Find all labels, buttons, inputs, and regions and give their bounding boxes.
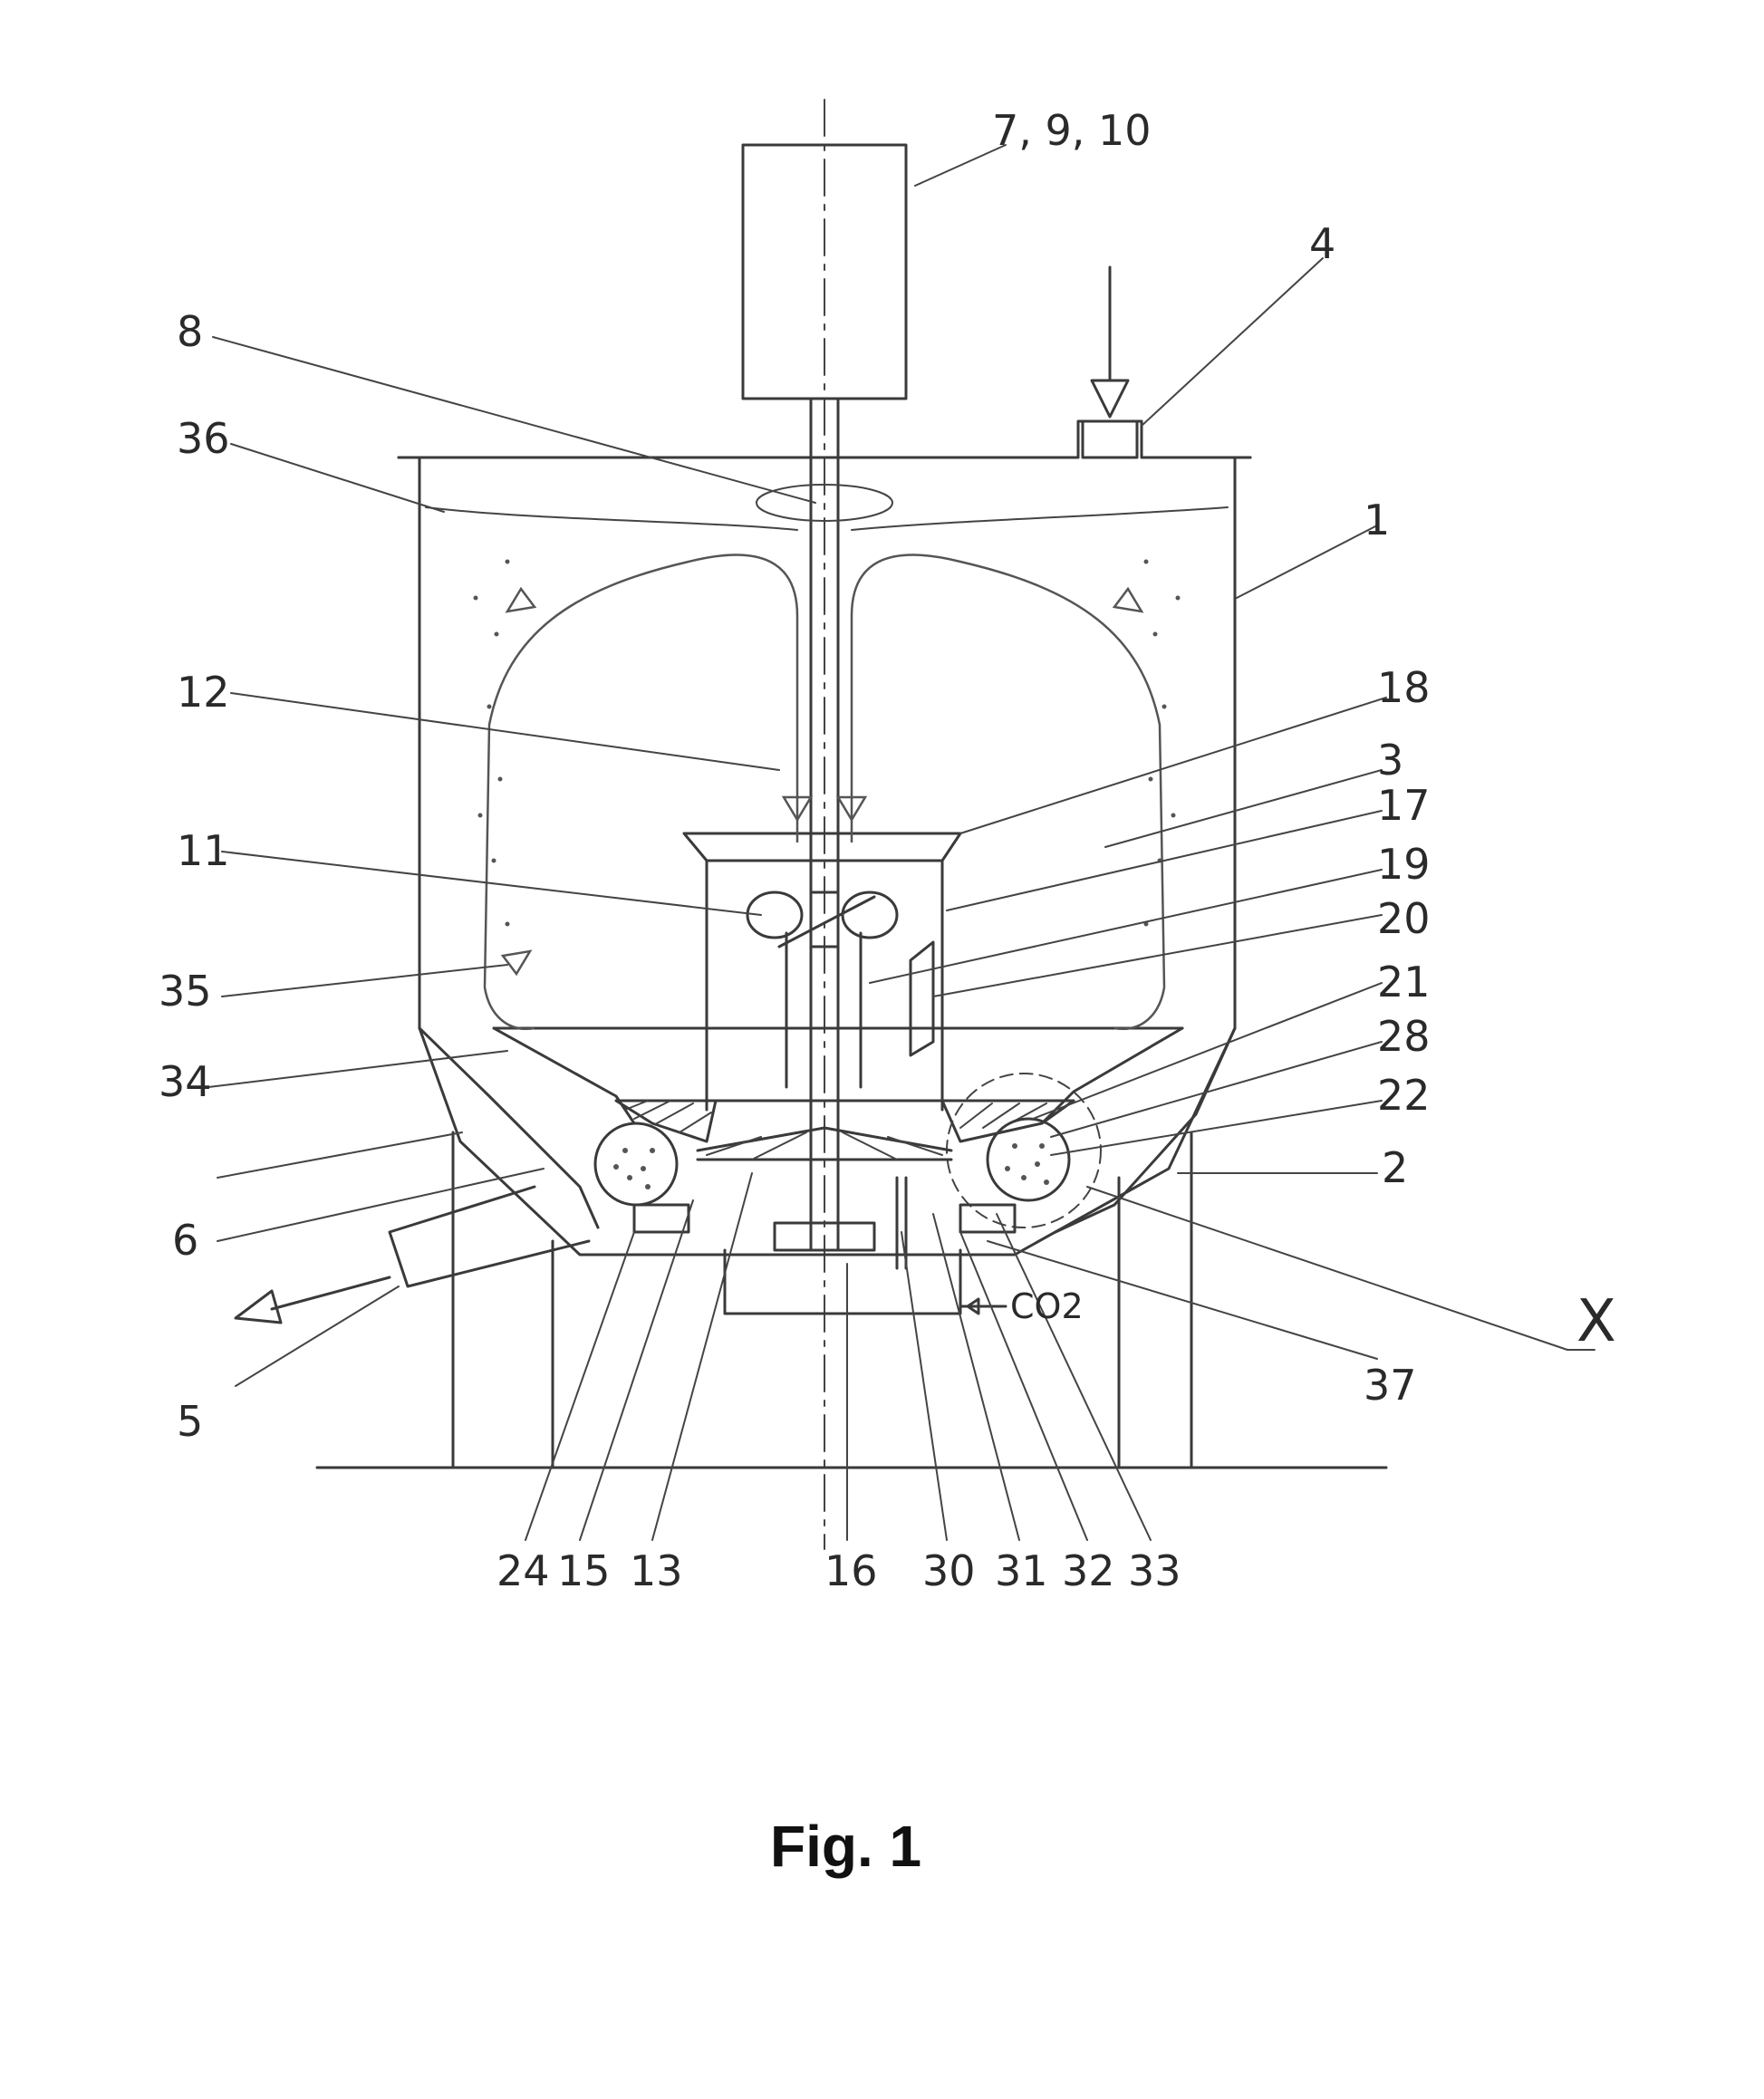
propeller xyxy=(747,892,897,947)
label-8: 8 xyxy=(177,307,203,356)
grinding-ball-right xyxy=(988,1119,1069,1200)
label-20: 20 xyxy=(1377,894,1431,943)
co2-inlet xyxy=(960,1299,1006,1314)
label-1: 1 xyxy=(1364,496,1390,544)
label-x: X xyxy=(1576,1288,1616,1355)
label-30: 30 xyxy=(922,1546,976,1595)
label-co2: CO2 xyxy=(1010,1286,1084,1326)
label-37: 37 xyxy=(1364,1361,1417,1410)
label-32: 32 xyxy=(1062,1546,1115,1595)
figure-caption: Fig. 1 xyxy=(770,1814,921,1879)
label-4: 4 xyxy=(1309,219,1335,268)
inlet-nozzle xyxy=(1083,267,1137,457)
label-35: 35 xyxy=(159,967,212,1016)
label-16: 16 xyxy=(824,1546,878,1595)
label-13: 13 xyxy=(630,1546,683,1595)
label-34: 34 xyxy=(159,1057,212,1106)
baffle xyxy=(911,942,933,1055)
label-17: 17 xyxy=(1377,781,1431,830)
label-19: 19 xyxy=(1377,840,1431,889)
label-7-9-10: 7, 9, 10 xyxy=(992,106,1152,155)
label-33: 33 xyxy=(1128,1546,1181,1595)
liquid-surface xyxy=(426,507,1228,530)
label-5: 5 xyxy=(177,1397,203,1446)
label-24: 24 xyxy=(496,1546,550,1595)
label-3: 3 xyxy=(1377,736,1403,785)
label-6: 6 xyxy=(172,1216,198,1265)
label-11: 11 xyxy=(177,826,230,875)
vessel-cone xyxy=(419,1028,1235,1255)
outlet-pipe xyxy=(236,1187,589,1323)
grinding-ball-left xyxy=(595,1123,677,1205)
label-31: 31 xyxy=(995,1546,1048,1595)
label-36: 36 xyxy=(177,414,230,463)
label-12: 12 xyxy=(177,668,230,717)
label-28: 28 xyxy=(1377,1012,1431,1061)
label-18: 18 xyxy=(1377,663,1431,712)
label-2: 2 xyxy=(1382,1143,1408,1192)
label-21: 21 xyxy=(1377,958,1431,1006)
label-15: 15 xyxy=(557,1546,611,1595)
label-22: 22 xyxy=(1377,1071,1431,1120)
